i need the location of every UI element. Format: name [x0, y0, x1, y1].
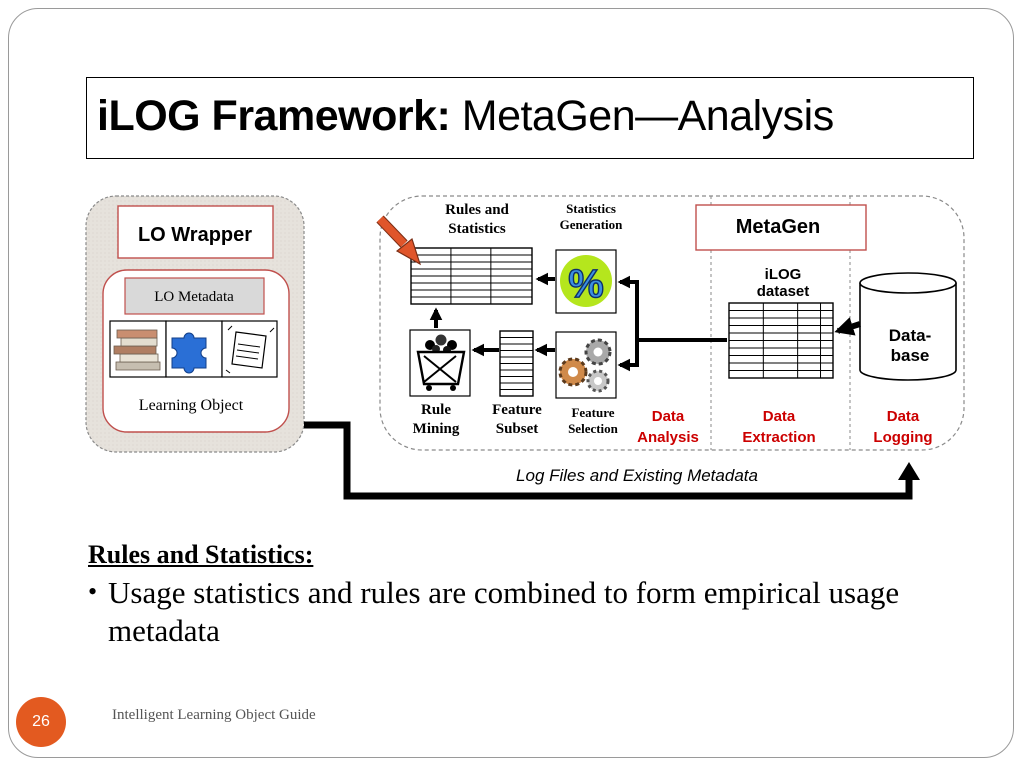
title-box: iLOG Framework: MetaGen—Analysis	[86, 77, 974, 159]
bullet-item: Usage statistics and rules are combined …	[88, 573, 968, 650]
title-sub: MetaGen—Analysis	[450, 92, 835, 140]
arrow-database-to-dataset	[834, 317, 861, 336]
arrow-log-loop	[304, 421, 913, 500]
percent-symbol: %	[568, 262, 604, 306]
metagen-label: MetaGen	[736, 216, 820, 238]
highlight-arrow	[376, 215, 422, 266]
flow-arrows	[304, 215, 920, 500]
ilog-dataset-table	[728, 302, 834, 379]
database-label-line2: base	[891, 346, 930, 365]
slide-frame	[8, 8, 1014, 758]
paper-sheet	[225, 325, 275, 374]
database-cylinder	[859, 272, 957, 381]
lo-wrapper-box	[117, 205, 274, 259]
books-stack	[113, 329, 161, 371]
lo-metadata-box	[124, 277, 265, 315]
section-heading: Rules and Statistics:	[88, 540, 314, 569]
statistics-generation-label-line2: Generation	[560, 217, 624, 232]
feature-selection-label-line2: Selection	[568, 421, 619, 436]
metagen-box	[695, 204, 867, 251]
feature-subset-label-line1: Feature	[492, 402, 542, 418]
rules-statistics-label-line2: Statistics	[448, 221, 506, 237]
gears-graphic	[558, 338, 612, 393]
feature-selection-label-line1: Feature	[571, 405, 614, 420]
mining-cart-graphic	[416, 334, 466, 391]
statistics-generation-label-line1: Statistics	[566, 201, 616, 216]
learning-object-label: Learning Object	[139, 397, 244, 414]
ilog-dataset-label-line2: dataset	[757, 283, 810, 300]
title-main: iLOG Framework:	[97, 92, 451, 140]
data-logging-label-line2: Logging	[873, 429, 932, 446]
lo-metadata-label: LO Metadata	[154, 289, 234, 305]
arrow-log-loop-head	[898, 462, 920, 480]
slide-title: iLOG Framework: MetaGen—Analysis	[97, 92, 834, 141]
feature-subset-table	[499, 330, 534, 397]
arrow-to-feature-selection	[617, 340, 639, 372]
log-files-label: Log Files and Existing Metadata	[516, 466, 758, 485]
lo-wrapper-panel: LO Wrapper LO Metadata Learning Object	[85, 195, 305, 453]
metagen-panel: MetaGen Rules and Statistics Statistics …	[379, 195, 965, 451]
rule-mining-label-line2: Mining	[413, 421, 460, 437]
data-logging-label-line1: Data	[887, 408, 920, 425]
feature-subset-label-line2: Subset	[496, 421, 539, 437]
page-number-badge: 26	[16, 697, 66, 747]
lo-wrapper-label: LO Wrapper	[138, 224, 252, 246]
rules-statistics-table	[410, 247, 533, 305]
arrow-to-statistics-generation	[617, 275, 639, 340]
data-extraction-label-line1: Data	[763, 408, 796, 425]
percent-splash	[560, 255, 612, 307]
data-analysis-label-line2: Analysis	[637, 429, 699, 446]
ilog-dataset-label-line1: iLOG	[765, 266, 802, 283]
database-label-line1: Data-	[889, 326, 932, 345]
footer-text: Intelligent Learning Object Guide	[112, 707, 316, 723]
rule-mining-label-line1: Rule	[421, 402, 451, 418]
rules-statistics-label-line1: Rules and	[445, 202, 509, 218]
data-extraction-label-line2: Extraction	[742, 429, 815, 446]
bullet-list: Usage statistics and rules are combined …	[88, 573, 968, 650]
data-analysis-label-line1: Data	[652, 408, 685, 425]
puzzle-piece	[171, 332, 207, 374]
